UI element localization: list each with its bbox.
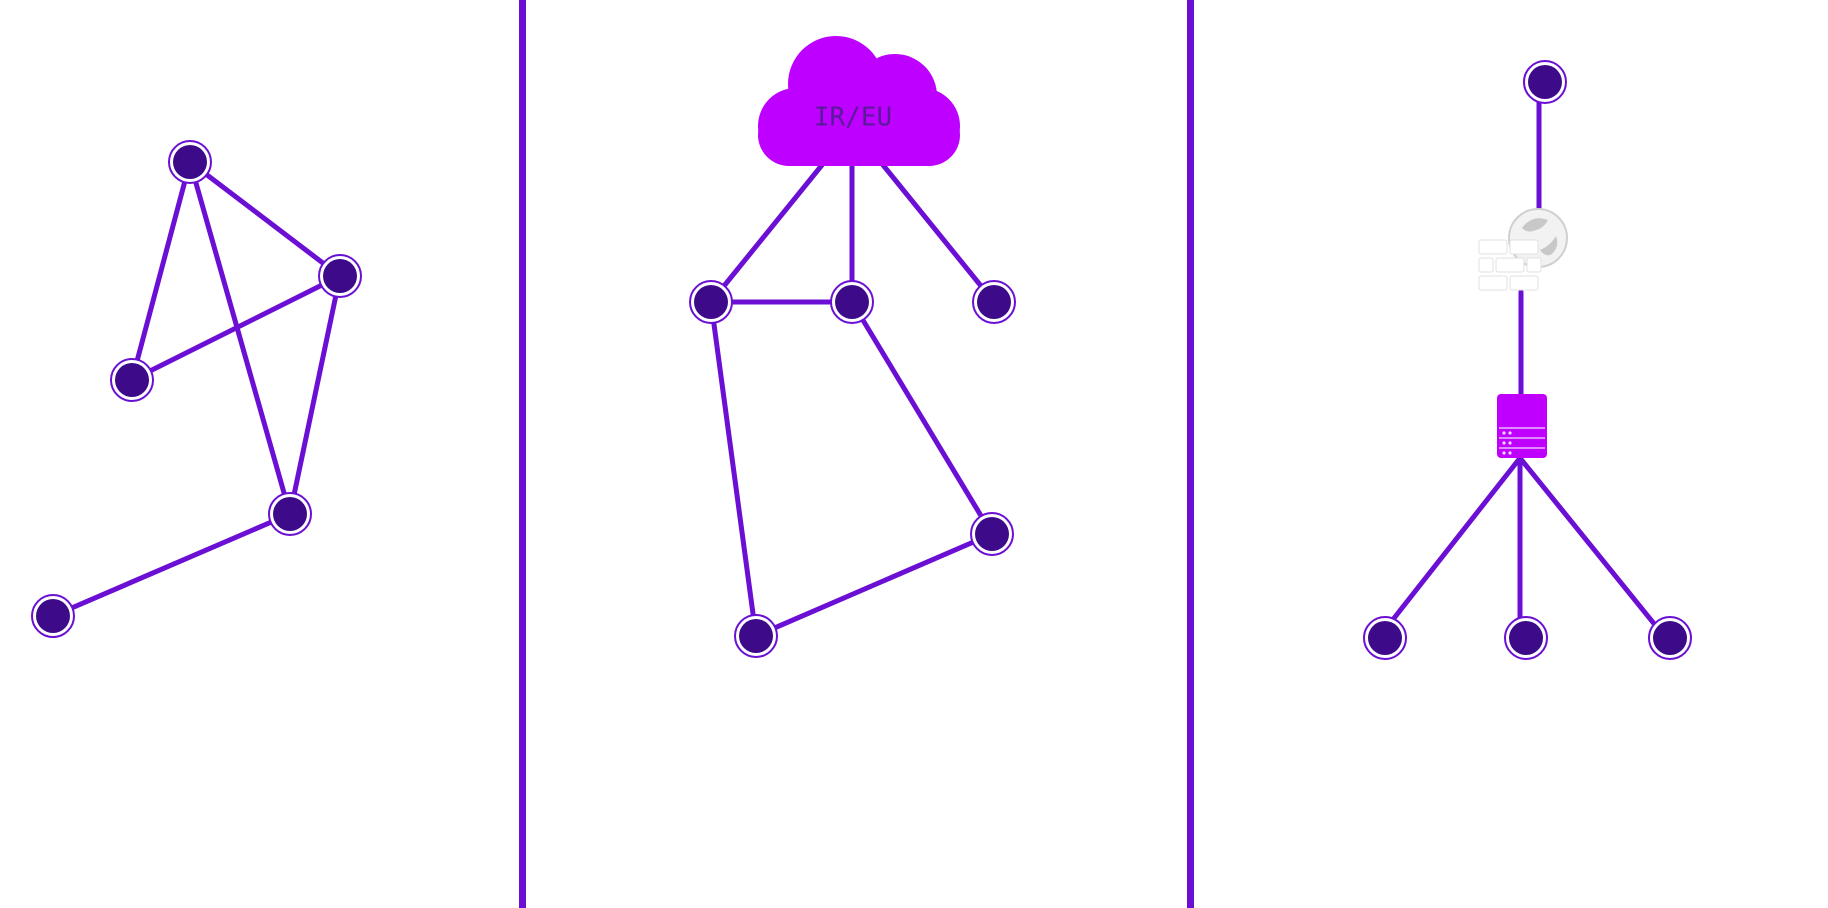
edge-n1-n2 xyxy=(187,159,343,279)
cloud-node xyxy=(970,512,1014,556)
server-icon xyxy=(1497,394,1547,458)
edge-cloud-c3 xyxy=(880,162,997,305)
firewall-icon xyxy=(1478,208,1568,291)
tree-node xyxy=(1523,60,1567,104)
mesh-topology-panel xyxy=(31,140,362,638)
firewall-server-topology-panel xyxy=(1363,60,1692,660)
tree-node xyxy=(1648,616,1692,660)
node-core xyxy=(1528,65,1562,99)
edge-server-b3 xyxy=(1517,455,1667,639)
edge-n2-n4 xyxy=(287,273,343,517)
edge-n1-n3 xyxy=(129,159,193,383)
mesh-node xyxy=(110,358,154,402)
node-core xyxy=(1509,621,1543,655)
divider-right xyxy=(1187,0,1194,908)
cloud-label: IR/EU xyxy=(814,103,892,133)
tree-edges xyxy=(1377,79,1667,639)
mesh-edges xyxy=(50,159,343,619)
cloud-node xyxy=(734,614,778,658)
cloud-node xyxy=(972,280,1016,324)
edge-c4-c5 xyxy=(753,531,995,639)
cloud-node xyxy=(830,280,874,324)
node-core xyxy=(977,285,1011,319)
node-core xyxy=(1653,621,1687,655)
cloud-topology-panel: IR/EU xyxy=(689,36,1016,658)
node-core xyxy=(273,497,307,531)
tree-node xyxy=(1504,616,1548,660)
node-core xyxy=(1368,621,1402,655)
cloud-icon xyxy=(758,36,960,166)
edge-n2-n3 xyxy=(129,273,343,383)
edge-server-b1 xyxy=(1377,455,1523,639)
edge-n1-n4 xyxy=(187,159,293,517)
tree-node xyxy=(1363,616,1407,660)
edge-n4-n5 xyxy=(50,511,293,619)
cloud-node xyxy=(689,280,733,324)
mesh-node xyxy=(268,492,312,536)
mesh-node xyxy=(31,594,75,638)
node-core xyxy=(975,517,1009,551)
mesh-node xyxy=(318,254,362,298)
node-core xyxy=(323,259,357,293)
node-core xyxy=(694,285,728,319)
divider-left xyxy=(519,0,526,908)
mesh-node xyxy=(168,140,212,184)
cloud: IR/EU xyxy=(758,36,960,166)
node-core xyxy=(173,145,207,179)
edge-c1-c4 xyxy=(708,299,759,639)
node-core xyxy=(115,363,149,397)
cloud-edges xyxy=(708,162,997,639)
node-core xyxy=(835,285,869,319)
edge-c2-c5 xyxy=(849,299,995,537)
node-core xyxy=(739,619,773,653)
node-core xyxy=(36,599,70,633)
edge-cloud-c1 xyxy=(708,162,825,305)
